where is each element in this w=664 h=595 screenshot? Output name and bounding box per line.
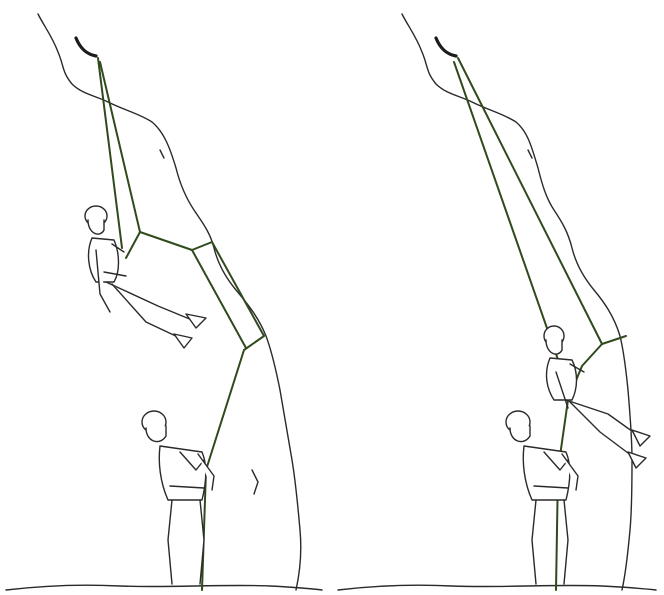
ground-line (338, 585, 656, 590)
rope-runner (602, 336, 626, 344)
climber-figure (544, 326, 650, 468)
rock-crack (160, 150, 164, 158)
belayer-figure (506, 411, 578, 584)
rock-crack (252, 470, 258, 494)
ground-line (6, 585, 322, 590)
climber-figure (85, 206, 206, 348)
rock-face (402, 14, 632, 590)
rock-face (38, 14, 301, 590)
belayer-leg (564, 500, 568, 584)
climber-head (88, 220, 104, 234)
panel-right (332, 0, 664, 595)
climber-shoe (628, 452, 646, 468)
climber-shoe (174, 334, 192, 348)
top-anchor (436, 38, 456, 56)
climber-shoe (632, 430, 650, 446)
climber-leg (570, 402, 632, 456)
climber-head (546, 340, 562, 354)
top-anchor (76, 38, 96, 56)
panel-left (0, 0, 332, 595)
left-scene (0, 0, 332, 595)
belayer-leg (532, 500, 536, 584)
belayer-head (510, 426, 530, 442)
climber-torso (547, 358, 577, 400)
rock-crack (528, 150, 532, 158)
climber-shoe (186, 314, 206, 328)
rope-runner-chain (192, 250, 246, 348)
rope-to-climber (100, 62, 140, 232)
right-scene (332, 0, 664, 595)
climber-leg (566, 400, 636, 434)
belayer-head (146, 426, 166, 442)
rope-runner-chain (126, 232, 264, 590)
belayer-leg (168, 500, 172, 584)
rope-to-climber (458, 58, 602, 344)
